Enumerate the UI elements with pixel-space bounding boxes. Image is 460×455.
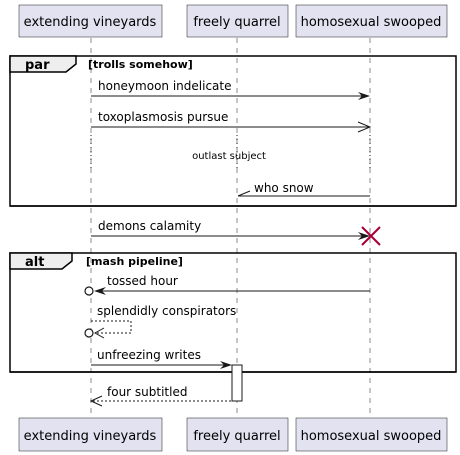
activation-bar [231,364,243,402]
fragment-guard: [mash pipeline] [86,255,183,268]
message-label: toxoplasmosis pursue [98,110,228,124]
message-label: honeymoon indelicate [98,79,231,93]
delay-note: outlast subject [192,151,266,162]
fragment-operator: alt [25,255,44,270]
message-label: unfreezing writes [97,348,201,362]
destroy-icon [361,226,381,246]
arrowhead-open-icon [89,395,103,407]
participant-foot-extending-vineyards: extending vineyards [18,417,163,452]
participant-head-extending-vineyards: extending vineyards [18,4,163,38]
message-label: four subtitled [107,385,187,399]
message-unfreezing-writes: unfreezing writes [91,348,232,369]
arrowhead-open-icon [357,121,372,133]
fragment-par: par [trolls somehow] [9,55,457,207]
participant-label: freely quarrel [193,15,280,30]
participant-label: extending vineyards [24,15,157,30]
arrowhead-half-icon [237,190,251,197]
arrowhead-open-icon [93,327,105,339]
message-label: demons calamity [98,219,201,233]
circle-endpoint-icon [84,328,94,338]
message-who-snow: who snow [237,181,370,197]
arrowhead-filled-icon [358,232,370,240]
message-splendidly-conspirators: splendidly conspirators [84,304,236,339]
participant-foot-freely-quarrel: freely quarrel [186,417,289,452]
message-demons-calamity: demons calamity [91,219,381,246]
message-tossed-hour: tossed hour [84,274,370,296]
arrowhead-filled-icon [220,361,232,369]
fragment-operator: par [25,58,50,73]
message-label: splendidly conspirators [97,304,236,318]
message-four-subtitled: four subtitled [89,385,231,407]
arrowhead-filled-icon [94,287,106,295]
message-honeymoon-indelicate: honeymoon indelicate [91,79,370,100]
participant-label: freely quarrel [193,429,280,444]
fragment-guard: [trolls somehow] [88,58,193,71]
circle-endpoint-icon [84,286,94,296]
participant-head-freely-quarrel: freely quarrel [186,4,289,38]
message-label: who snow [254,181,314,195]
participant-foot-homosexual-swooped: homosexual swooped [295,417,448,452]
participant-label: homosexual swooped [301,15,442,30]
participant-label: extending vineyards [24,429,157,444]
message-toxoplasmosis-pursue: toxoplasmosis pursue [91,110,372,133]
message-label: tossed hour [107,274,178,288]
delay-indicator: outlast subject [90,135,371,170]
participant-head-homosexual-swooped: homosexual swooped [295,4,448,38]
participant-label: homosexual swooped [301,429,442,444]
arrowhead-filled-icon [358,92,370,100]
